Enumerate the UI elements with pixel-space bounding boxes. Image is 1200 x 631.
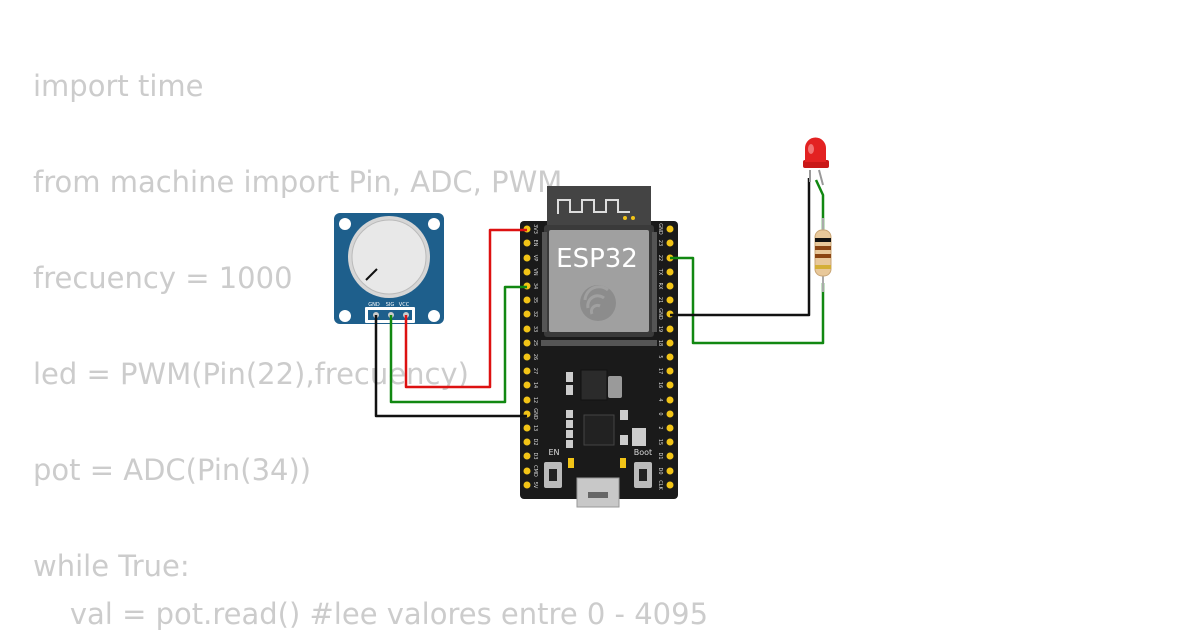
resistor-band (815, 265, 831, 269)
left-pin-label: 34 (532, 283, 538, 289)
boot-button-label: Boot (634, 448, 652, 457)
code-line-1: import time (33, 69, 204, 103)
wire-led-anode[interactable] (814, 179, 825, 232)
left-pin-label: GND (532, 408, 538, 420)
left-pin-label: 32 (532, 311, 538, 317)
left-pin-label: D3 (532, 452, 538, 459)
pot-pin-label-vcc: VCC (399, 302, 410, 308)
left-pin-label: 5V (532, 482, 538, 489)
right-pin-label: 4 (657, 398, 663, 401)
right-pin-label: GND (657, 223, 663, 235)
espressif-logo-icon (580, 285, 616, 321)
wifi-antenna (547, 186, 651, 226)
left-pin-label: VN (532, 268, 538, 275)
wire-gnd-black[interactable] (374, 315, 527, 418)
potentiometer[interactable]: GND SIG VCC (334, 213, 444, 324)
right-pin-label: 21 (657, 297, 663, 303)
code-line-7: val = pot.read() #lee valores entre 0 - … (33, 597, 709, 631)
left-pin-label: 3V3 (532, 224, 538, 234)
right-pin-label: 22 (657, 255, 663, 261)
left-pin-label: CMD (532, 465, 538, 477)
en-button-label: EN (548, 448, 559, 457)
left-pin-label: 33 (532, 326, 538, 332)
left-pin-label: EN (532, 240, 538, 247)
boot-button[interactable] (634, 462, 652, 488)
mount-hole (428, 310, 440, 322)
wire-pin22-green[interactable] (670, 256, 825, 345)
left-pin-label: D2 (532, 438, 538, 445)
led[interactable] (803, 137, 829, 186)
left-pin-label: 26 (532, 354, 538, 360)
right-pin-label: D1 (657, 452, 663, 459)
mount-hole (339, 310, 351, 322)
right-pin-label: 23 (657, 240, 663, 246)
right-pin-label: GND (657, 308, 663, 320)
left-pin-label: 14 (532, 382, 538, 388)
left-pin-label: 13 (532, 425, 538, 431)
right-pin-label: CLK (657, 480, 663, 490)
pot-knob[interactable] (351, 219, 427, 295)
wire-vcc-red[interactable] (404, 228, 527, 389)
code-line-3: frecuency = 1000 (33, 261, 293, 295)
right-pin-label: 17 (657, 368, 663, 374)
code-line-6: while True: (33, 549, 190, 583)
right-pin-label: 19 (657, 326, 663, 332)
wire-led-gnd-black[interactable] (670, 178, 811, 317)
left-pin-label: 12 (532, 397, 538, 403)
right-pin-label: D0 (657, 467, 663, 474)
resistor[interactable] (814, 218, 832, 292)
right-pin-label: 5 (657, 355, 663, 358)
pot-pin-label-sig: SIG (386, 302, 395, 308)
right-pin-label: 16 (657, 382, 663, 388)
mount-hole (428, 218, 440, 230)
pot-pin-label-gnd: GND (368, 302, 380, 308)
en-button[interactable] (544, 462, 562, 488)
antenna-trace (557, 199, 630, 214)
right-pin-label: 2 (657, 426, 663, 429)
left-pin-label: 25 (532, 340, 538, 346)
right-header-pins (666, 225, 674, 489)
code-line-4: led = PWM(Pin(22),frecuency) (33, 357, 469, 391)
wire-sig-green[interactable] (389, 285, 527, 404)
resistor-band (815, 238, 831, 242)
esp32-label: ESP32 (556, 244, 638, 274)
right-pin-label: TX (657, 268, 663, 276)
led-anode-leg (818, 169, 824, 186)
resistor-band (815, 246, 831, 250)
right-pin-label: 18 (657, 340, 663, 346)
voltage-regulator (580, 369, 608, 401)
right-pin-label: 0 (657, 412, 663, 415)
code-line-5: pot = ADC(Pin(34)) (33, 453, 312, 487)
right-pin-label: 15 (657, 439, 663, 445)
usb-uart-chip (583, 414, 615, 446)
mount-hole (339, 218, 351, 230)
right-pin-label: RX (657, 283, 663, 290)
resistor-band (815, 254, 831, 258)
left-pin-label: VP (532, 255, 538, 261)
code-line-2: from machine import Pin, ADC, PWM (33, 165, 563, 199)
usb-port (576, 477, 620, 508)
left-pin-label: 27 (532, 368, 538, 374)
pot-knob-indicator (365, 268, 378, 281)
esp32-board[interactable]: ESP32 EN (520, 186, 678, 508)
left-pin-label: 35 (532, 297, 538, 303)
